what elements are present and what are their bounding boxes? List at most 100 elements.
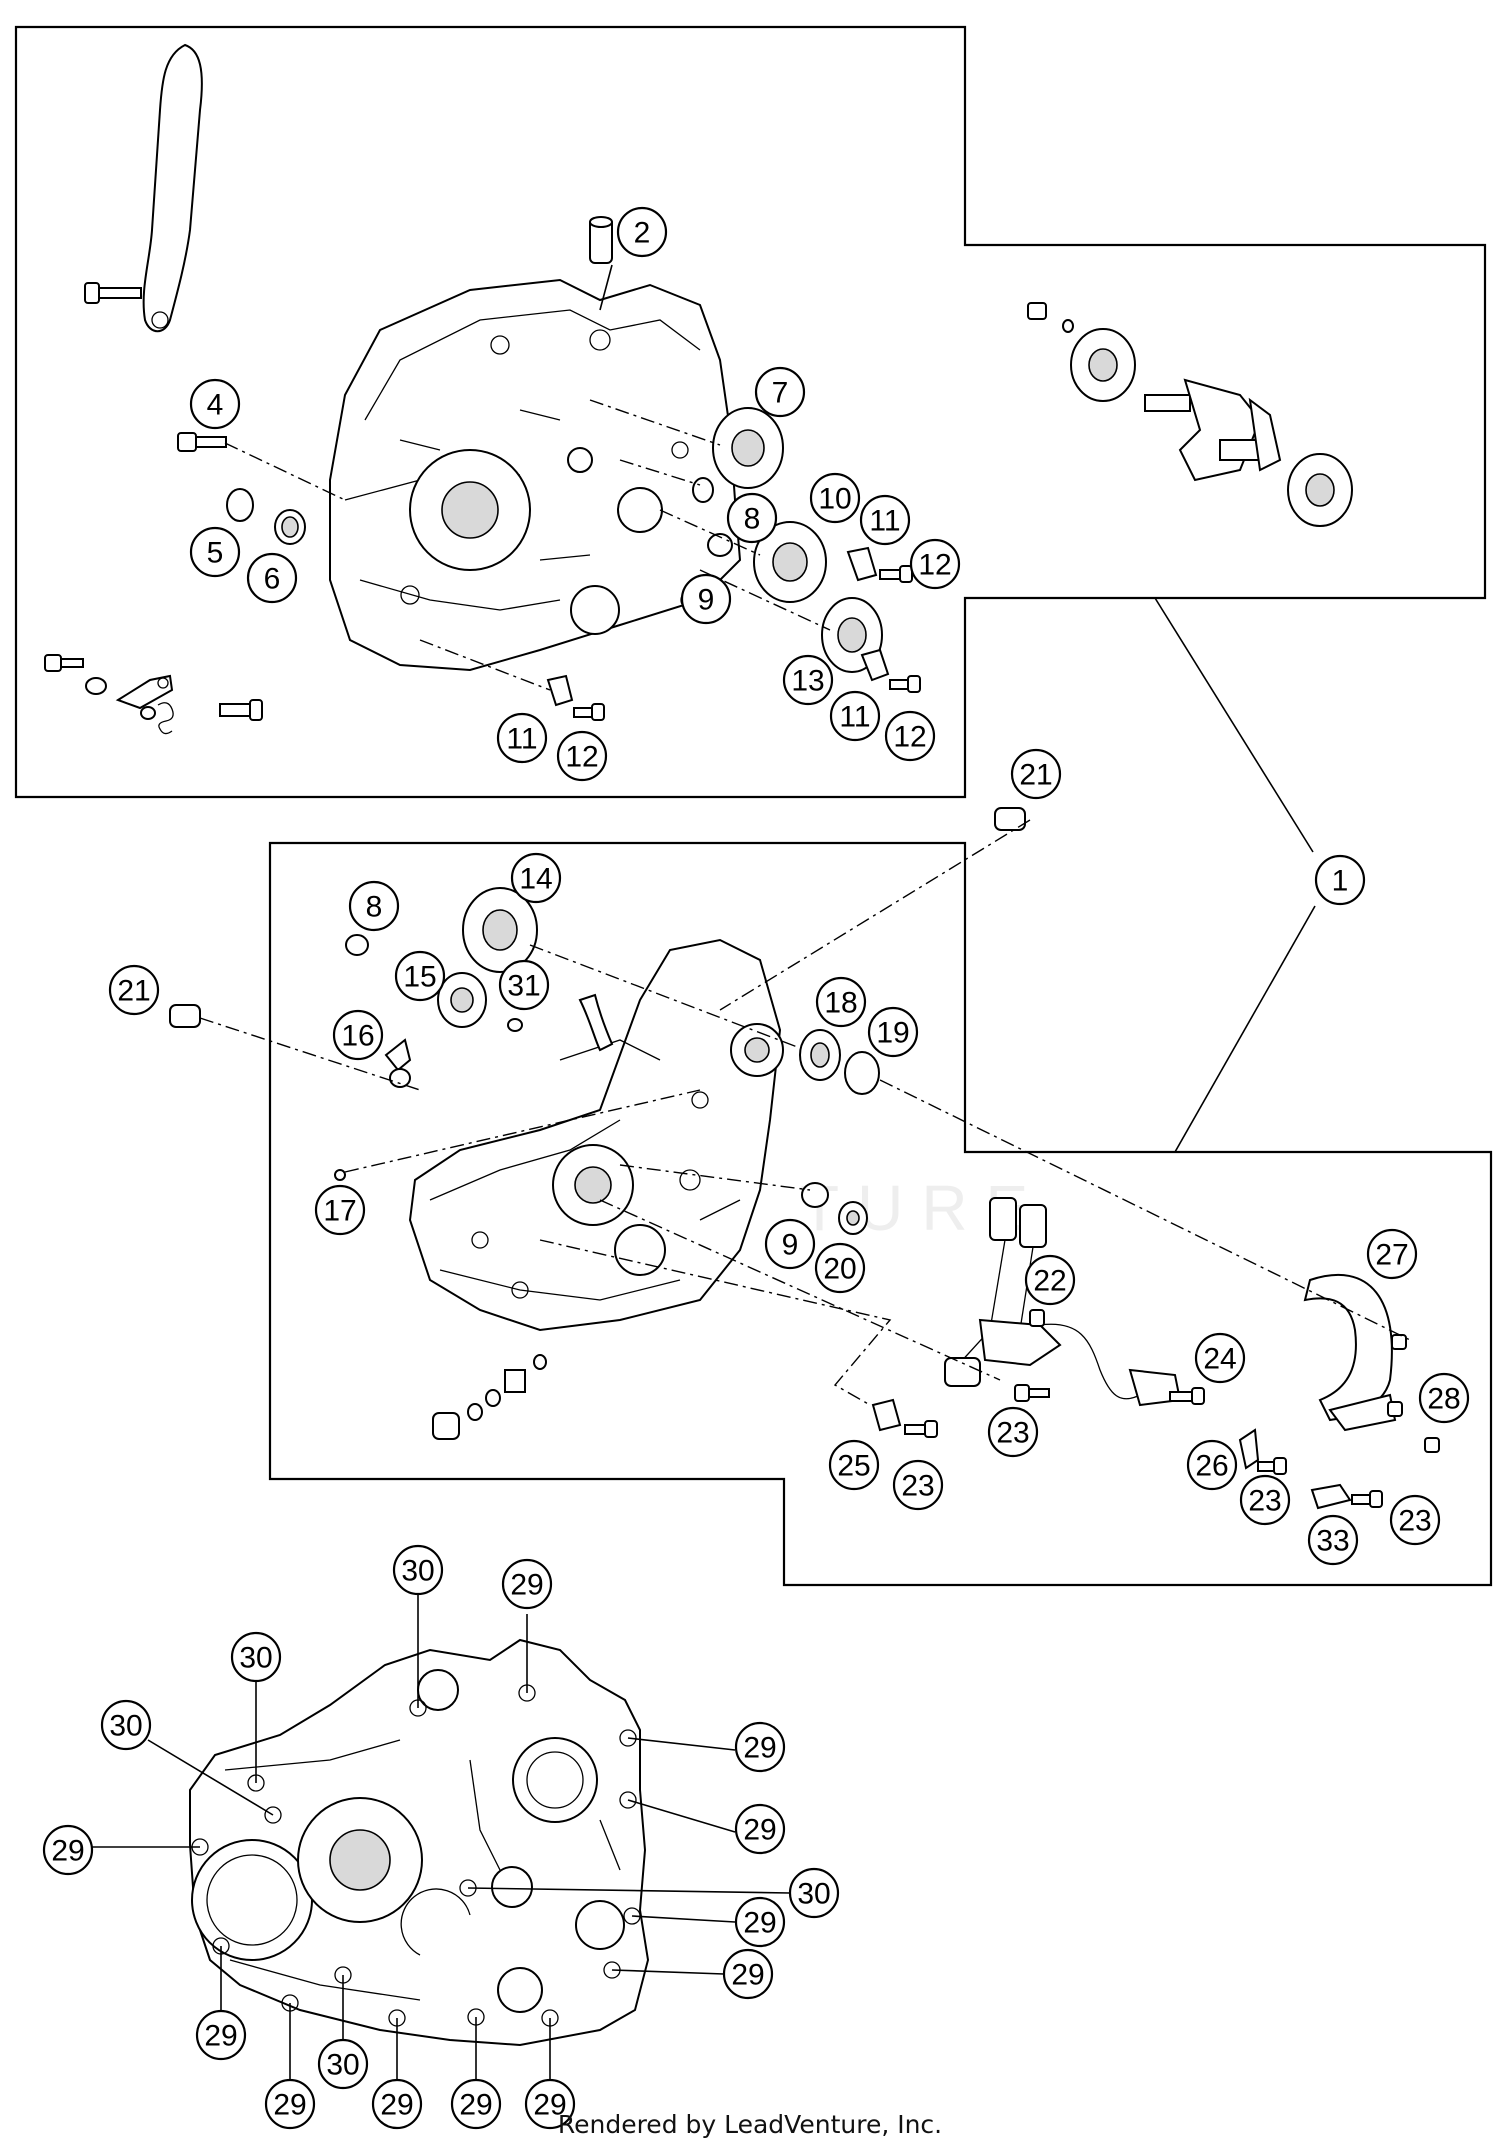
callout-circle bbox=[1186, 1439, 1238, 1491]
render-credit: Rendered by LeadVenture, Inc. bbox=[557, 2110, 943, 2139]
part-6-seal bbox=[274, 509, 306, 545]
callout-circle bbox=[726, 492, 778, 544]
callout-29i: 29 bbox=[371, 2078, 423, 2130]
callout-10: 10 bbox=[809, 472, 861, 524]
callout-circle bbox=[987, 1406, 1039, 1458]
callout-21a: 21 bbox=[1010, 748, 1062, 800]
callout-circle bbox=[884, 710, 936, 762]
callout-29b: 29 bbox=[734, 1721, 786, 1773]
callout-label: 29 bbox=[380, 2089, 413, 2122]
callout-circle bbox=[814, 1242, 866, 1294]
callout-circle bbox=[815, 976, 867, 1028]
callout-circle bbox=[734, 1721, 786, 1773]
callout-circle bbox=[1366, 1228, 1418, 1280]
callout-28: 28 bbox=[1418, 1372, 1470, 1424]
callout-circle bbox=[496, 712, 548, 764]
callout-label: 29 bbox=[743, 1732, 776, 1765]
callout-18: 18 bbox=[815, 976, 867, 1028]
callout-30e: 30 bbox=[317, 2038, 369, 2090]
callout-label: 26 bbox=[1195, 1450, 1228, 1483]
part-12-screw-c bbox=[573, 703, 605, 721]
callout-29j: 29 bbox=[450, 2078, 502, 2130]
callout-circle bbox=[450, 2078, 502, 2130]
part-18-seal bbox=[799, 1029, 841, 1081]
callout-label: 9 bbox=[698, 584, 715, 617]
callout-label: 12 bbox=[565, 741, 598, 774]
dash-21a bbox=[719, 819, 1031, 1011]
assembly-leader-lower bbox=[1174, 905, 1316, 1153]
callout-label: 8 bbox=[744, 503, 761, 536]
callout-23a: 23 bbox=[987, 1406, 1039, 1458]
callout-5: 5 bbox=[189, 526, 241, 578]
callout-label: 23 bbox=[1398, 1505, 1431, 1538]
part-4-screw bbox=[177, 432, 227, 452]
dash-13 bbox=[699, 569, 831, 631]
callout-label: 23 bbox=[996, 1417, 1029, 1450]
part-24-screw bbox=[1169, 1387, 1205, 1405]
callout-29h: 29 bbox=[264, 2078, 316, 2130]
callout-label: 24 bbox=[1203, 1343, 1236, 1376]
callout-circle bbox=[556, 730, 608, 782]
callout-label: 29 bbox=[459, 2089, 492, 2122]
callout-circle bbox=[108, 964, 160, 1016]
callout-label: 30 bbox=[797, 1878, 830, 1911]
callout-circle bbox=[722, 1948, 774, 2000]
callout-label: 11 bbox=[506, 723, 537, 756]
callout-circle bbox=[1239, 1474, 1291, 1526]
part-33-bracket bbox=[1310, 1483, 1352, 1510]
callout-33: 33 bbox=[1307, 1514, 1359, 1566]
part-22-sensor-harness bbox=[944, 1197, 1182, 1407]
callout-23b: 23 bbox=[892, 1459, 944, 1511]
callout-circle bbox=[189, 378, 241, 430]
callout-label: 17 bbox=[323, 1195, 356, 1228]
dash-7 bbox=[589, 399, 721, 446]
part-21-dowel-lower bbox=[169, 1004, 201, 1028]
drain-plug-group bbox=[432, 1354, 547, 1440]
callout-circle bbox=[754, 366, 806, 418]
callout-circle bbox=[371, 2078, 423, 2130]
callout-label: 7 bbox=[772, 377, 789, 410]
callout-label: 29 bbox=[51, 1835, 84, 1868]
part-20-seal bbox=[838, 1201, 868, 1235]
part-21-dowel-upper bbox=[994, 807, 1026, 831]
callout-circle bbox=[314, 1184, 366, 1236]
part-23-screw-d bbox=[1257, 1457, 1287, 1475]
part-28-screw bbox=[1387, 1334, 1440, 1453]
callout-label: 33 bbox=[1316, 1525, 1349, 1558]
dash-19-28 bbox=[879, 1079, 1411, 1341]
callout-label: 31 bbox=[507, 970, 540, 1003]
part-2-plug bbox=[589, 216, 613, 264]
dash-10 bbox=[659, 509, 761, 556]
dash-14 bbox=[529, 944, 801, 1049]
callout-circle bbox=[892, 1459, 944, 1511]
callout-circle bbox=[616, 206, 668, 258]
callout-circle bbox=[828, 1439, 880, 1491]
crankshaft-assembly bbox=[1027, 302, 1353, 527]
callout-circle bbox=[1194, 1332, 1246, 1384]
callout-12a: 12 bbox=[909, 538, 961, 590]
callout-label: 29 bbox=[731, 1959, 764, 1992]
callout-label: 2 bbox=[634, 217, 651, 250]
part-27-cover bbox=[1303, 1274, 1397, 1432]
callout-label: 30 bbox=[239, 1642, 272, 1675]
bolt-leaders bbox=[92, 1592, 791, 2080]
callout-6: 6 bbox=[246, 552, 298, 604]
part-31-plug bbox=[507, 1018, 523, 1032]
callout-label: 10 bbox=[818, 483, 851, 516]
callout-9b: 9 bbox=[764, 1218, 816, 1270]
callout-circle bbox=[1010, 748, 1062, 800]
callout-circle bbox=[100, 1699, 152, 1751]
callout-circle bbox=[498, 959, 550, 1011]
callout-label: 30 bbox=[326, 2049, 359, 2082]
callout-label: 29 bbox=[204, 2020, 237, 2053]
callout-12b: 12 bbox=[884, 710, 936, 762]
callout-29g: 29 bbox=[195, 2009, 247, 2061]
callout-11a: 11 bbox=[859, 494, 911, 546]
callout-label: 8 bbox=[366, 891, 383, 924]
part-12-screw-b bbox=[889, 675, 921, 693]
callout-30b: 30 bbox=[230, 1631, 282, 1683]
part-8-bushing-lower bbox=[345, 934, 369, 956]
part-10-bearing bbox=[753, 521, 827, 603]
callout-label: 29 bbox=[743, 1814, 776, 1847]
callout-circle bbox=[734, 1803, 786, 1855]
